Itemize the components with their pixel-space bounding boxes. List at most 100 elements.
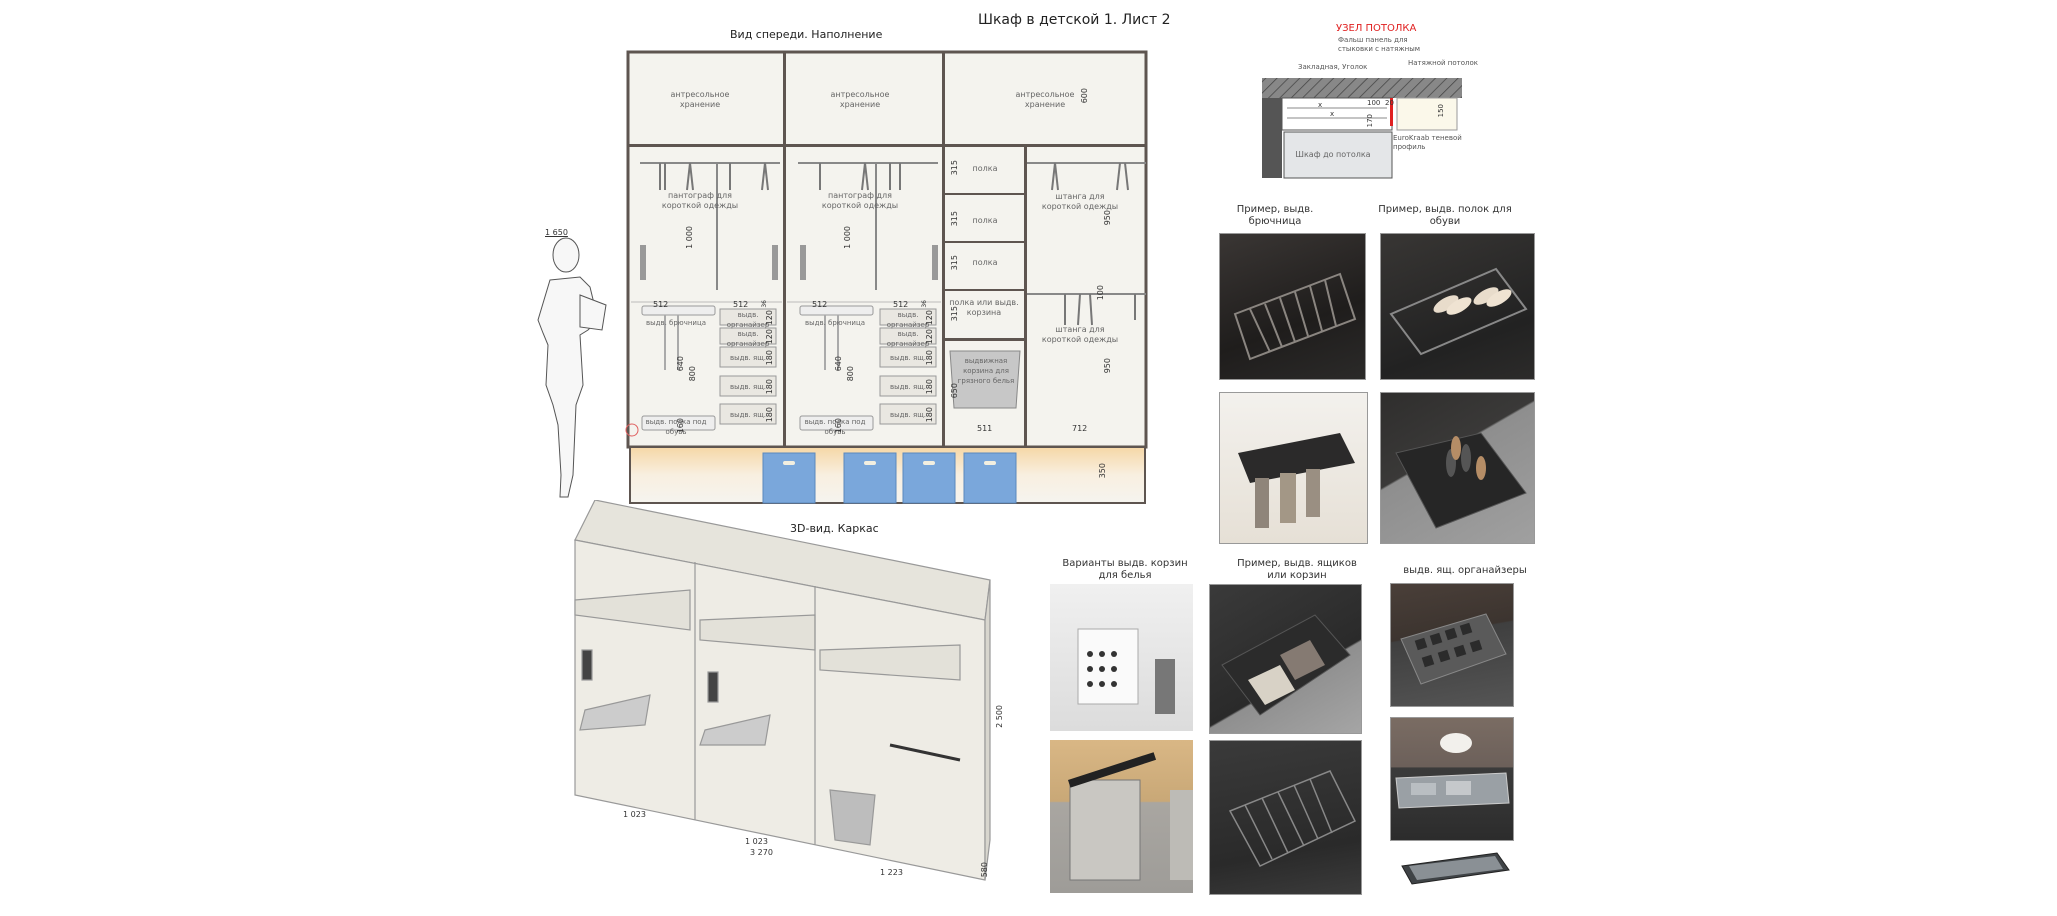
width-2b: 512 — [893, 300, 909, 309]
example-caption-organizers: выдв. ящ. органайзеры — [1403, 565, 1527, 576]
front-view-drawing — [620, 50, 1150, 505]
pantograph-height-1: 1 000 — [685, 226, 694, 249]
embed-corner — [1390, 98, 1393, 126]
rod-height-2: 950 — [1103, 358, 1112, 374]
3d-width-1: 1 023 — [623, 810, 646, 819]
width-2a: 512 — [812, 300, 828, 309]
x-mark: x — [1318, 101, 1323, 109]
basket-height: 650 — [950, 383, 959, 399]
front-view-svg — [625, 50, 1148, 504]
shoe-shelf-label-2: выдв. полка под обувь — [804, 418, 866, 436]
3d-view-drawing — [570, 499, 1030, 914]
shoe-drawer-photo — [1380, 392, 1535, 544]
mezzanine-shelf — [628, 144, 1146, 147]
drawer-label: выдв. ящ. — [729, 354, 767, 362]
stretch-ceiling-label: Натяжной потолок — [1408, 59, 1478, 67]
drawer-height: 180 — [925, 407, 934, 423]
left-height-160-2: 160 — [834, 418, 843, 434]
left-height-640-2: 640 — [834, 356, 843, 372]
3d-width-2: 1 023 — [745, 837, 768, 846]
shoe-shelf-photo — [1380, 233, 1535, 380]
organizer-drawer-photo — [1390, 583, 1514, 707]
left-height-640-1: 640 — [676, 356, 685, 372]
left-height-800-1: 800 — [688, 366, 697, 382]
drawer-height: 120 — [765, 310, 774, 326]
left-height-160-1: 160 — [676, 418, 685, 434]
trouser-rack-label-2: выдв. брючница — [804, 319, 866, 327]
node-dim-20: 20 — [1385, 99, 1394, 107]
3d-height: 2 500 — [995, 705, 1004, 728]
front-view-title: Вид спереди. Наполнение — [730, 28, 883, 41]
rod-height-1: 950 — [1103, 210, 1112, 226]
organizer-tray-photo — [1397, 848, 1512, 892]
wall — [1262, 98, 1282, 178]
node-dim-100: 100 — [1367, 99, 1381, 107]
example-caption-trouser-rack: Пример, выдв. брючница — [1236, 204, 1314, 227]
width-1a: 512 — [653, 300, 669, 309]
pantograph-lift-left-2 — [800, 245, 806, 280]
drawer-label: выдв. ящ. — [889, 411, 927, 419]
shelf-label: полка или выдв. корзина — [949, 298, 1019, 317]
rod-width: 712 — [1072, 424, 1088, 433]
rod-label-2: штанга для короткой одежды — [1041, 325, 1119, 344]
stretch-ceiling — [1396, 97, 1458, 131]
shelf-height: 315 — [950, 211, 959, 227]
ceiling-node-drawing — [1262, 70, 1462, 184]
pull-out-trouser-rack-photo — [1219, 392, 1368, 544]
storage-bin — [902, 452, 956, 504]
3d-total-width: 3 270 — [750, 848, 773, 857]
drawer-height: 120 — [925, 310, 934, 326]
storage-bin — [843, 452, 897, 504]
pantograph-height-2: 1 000 — [843, 226, 852, 249]
shelf-label: полка — [972, 216, 998, 225]
node-dim-150: 150 — [1437, 104, 1445, 118]
rod-gap: 100 — [1096, 285, 1105, 301]
jewelry-drawer-photo — [1390, 717, 1514, 841]
mezzanine-height: 600 — [1080, 88, 1089, 104]
example-caption-shoe-shelf: Пример, выдв. полок для обуви — [1378, 204, 1512, 227]
detail-marker — [625, 423, 639, 437]
drawer-label: выдв. органайзер — [886, 330, 930, 348]
drawer-height: 180 — [925, 379, 934, 395]
person-height: 1 650 — [545, 228, 568, 237]
laundry-basket-grey-photo — [1050, 740, 1193, 893]
drawer-label: выдв. ящ. — [889, 354, 927, 362]
plinth-height: 350 — [1098, 463, 1107, 479]
pantograph-lift-right-2 — [932, 245, 938, 280]
mezzanine-label-1: антресольное хранение — [670, 90, 730, 109]
pantograph-label-2: пантограф для короткой одежды — [821, 191, 899, 210]
laundry-basket-white-photo — [1050, 584, 1193, 731]
drawer-height: 120 — [765, 329, 774, 345]
basket-width: 511 — [977, 424, 993, 433]
node-dim-170: 170 — [1366, 114, 1374, 128]
3d-laundry-basket — [829, 789, 876, 846]
embed-label: Закладная, Уголок — [1298, 63, 1368, 71]
x-mark: x — [1330, 110, 1335, 118]
drawer-label: выдв. ящ. — [729, 383, 767, 391]
pantograph-label-1: пантограф для короткой одежды — [661, 191, 739, 210]
storage-bin — [963, 452, 1017, 504]
profile-label: EuroKraab теневой профиль — [1393, 134, 1462, 151]
shelf-label: полка — [972, 164, 998, 173]
trouser-rack-photo — [1219, 233, 1366, 380]
mezzanine-label-3: антресольное хранение — [1015, 90, 1075, 109]
human-silhouette-icon — [528, 235, 618, 509]
3d-view-title: 3D-вид. Каркас — [790, 522, 879, 535]
drawer-label: выдв. органайзер — [726, 311, 770, 329]
false-panel-label: Фальш панель для стыковки с натяжным — [1338, 36, 1421, 53]
shelf-label: полка — [972, 258, 998, 267]
cabinet-to-ceiling — [1283, 131, 1393, 179]
3d-depth: 580 — [980, 862, 989, 878]
top-gap-2: 36 — [921, 300, 928, 308]
drawer-height: 180 — [765, 350, 774, 366]
wire-basket-photo — [1209, 740, 1362, 895]
left-height-800-2: 800 — [846, 366, 855, 382]
3d-side — [984, 579, 991, 881]
drawer-label: выдв. ящ. — [729, 411, 767, 419]
storage-bins — [762, 452, 1017, 504]
drawer-height: 180 — [925, 350, 934, 366]
drawer-height: 180 — [765, 407, 774, 423]
drawer-photo — [1209, 584, 1362, 734]
cabinet-label: Шкаф до потолка — [1295, 150, 1371, 159]
basket-label: выдвижная корзина для грязного белья — [957, 357, 1015, 385]
